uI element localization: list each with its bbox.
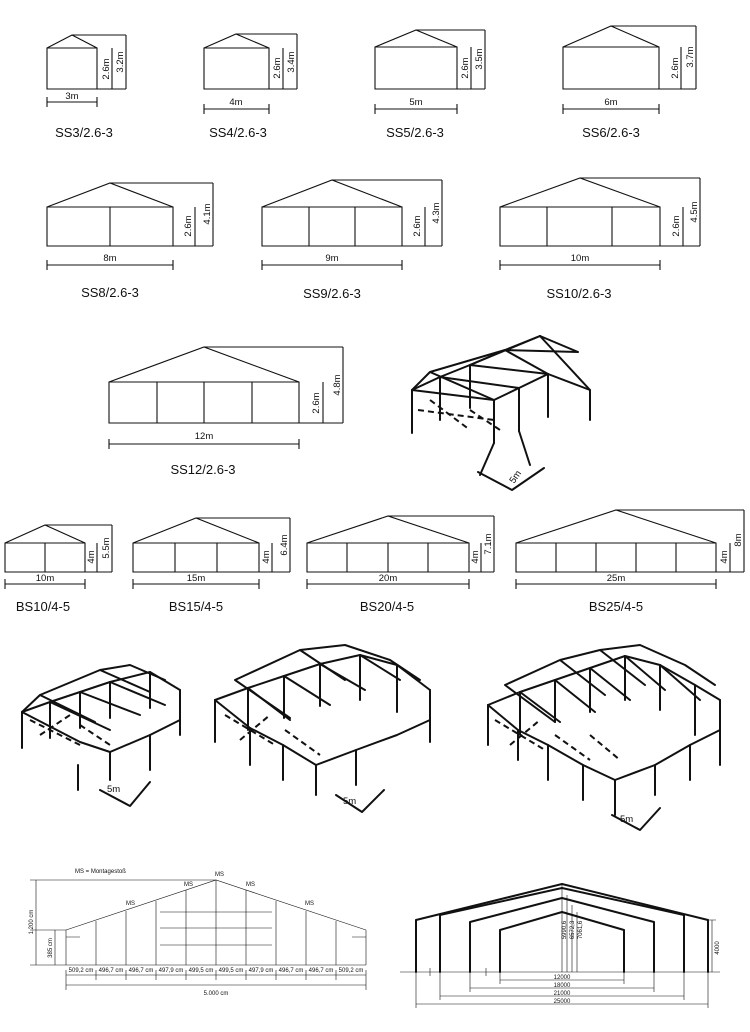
elevation-bs25: 25m 4m 8m BS25/4-5 (515, 509, 745, 614)
model-label: SS5/2.6-3 (386, 125, 444, 140)
side-height-label: 4000 (715, 941, 721, 955)
model-label: BS20/4-5 (360, 599, 414, 614)
side-height-label: 2.6m (183, 215, 194, 236)
span-label: 21000 (554, 991, 571, 997)
width-label: 6m (604, 97, 617, 108)
model-label: SS3/2.6-3 (55, 125, 113, 140)
model-label: SS9/2.6-3 (303, 286, 361, 301)
ridge-height-label: 8m (733, 533, 744, 546)
model-label: SS10/2.6-3 (546, 286, 611, 301)
side-height-label: 2.6m (460, 57, 471, 78)
span-label: 25000 (554, 999, 571, 1005)
ms-mark: MS (305, 901, 314, 907)
height-label: 5990,6 (562, 920, 568, 939)
bay-label: 509,2 cm (339, 968, 364, 974)
ridge-height-label: 3.5m (474, 48, 485, 69)
ms-mark: MS (246, 882, 255, 888)
bay-length-label: 5m (107, 784, 120, 795)
overall-height-label: 1.200 cm (29, 910, 35, 935)
elevation-ss3: 3m 2.6m 3.2m SS3/2.6-3 (46, 34, 127, 140)
width-label: 20m (379, 573, 398, 584)
ridge-height-label: 4.3m (431, 202, 442, 223)
bay-label: 497,9 cm (159, 968, 184, 974)
span-label: 12000 (554, 975, 571, 981)
model-label: SS4/2.6-3 (209, 125, 267, 140)
bay-length-label: 5m (620, 814, 633, 825)
cross-section: 12000 18000 21000 25000 5990,6 6572,3 70… (400, 883, 721, 1008)
side-height-label: 2.6m (272, 57, 283, 78)
bay-label: 509,2 cm (69, 968, 94, 974)
width-label: 12m (195, 431, 214, 442)
width-label: 9m (325, 253, 338, 264)
frame-isometric-bs10: 5m (21, 664, 181, 807)
bay-length-label: 5m (343, 796, 356, 807)
model-label: SS8/2.6-3 (81, 285, 139, 300)
bay-label: 499,5 cm (219, 968, 244, 974)
bay-label: 496,7 cm (309, 968, 334, 974)
elevation-ss8: 8m 2.6m 4.1m SS8/2.6-3 (46, 182, 214, 300)
side-height-label: 2.6m (412, 215, 423, 236)
model-label: SS6/2.6-3 (582, 125, 640, 140)
elevation-ss5: 5m 2.6m 3.5m SS5/2.6-3 (374, 29, 486, 140)
width-label: 3m (65, 91, 78, 102)
ridge-height-label: 4.5m (689, 201, 700, 222)
elevation-bs20: 20m 4m 7.1m BS20/4-5 (306, 515, 495, 614)
ridge-height-label: 5.5m (101, 537, 112, 558)
technical-elevation: MS = Montagestoß MS MS MS MS MS 1.200 cm… (29, 869, 367, 997)
bay-label: 499,5 cm (189, 968, 214, 974)
bay-label: 497,9 cm (249, 968, 274, 974)
ridge-height-label: 7.1m (483, 533, 494, 554)
ridge-height-label: 3.7m (685, 46, 696, 67)
elevation-ss9: 9m 2.6m 4.3m SS9/2.6-3 (261, 179, 443, 301)
side-height-label: 2.6m (101, 58, 112, 79)
bay-label: 496,7 cm (279, 968, 304, 974)
frame-isometric-bs15: 5m (214, 644, 431, 813)
frame-isometric-bs20: 5m (487, 644, 721, 831)
elevation-ss4: 4m 2.6m 3.4m SS4/2.6-3 (203, 33, 298, 140)
ridge-height-label: 3.2m (115, 51, 126, 72)
ms-mark: MS (126, 901, 135, 907)
height-label: 6572,3 (570, 920, 576, 939)
model-label: BS10/4-5 (16, 599, 70, 614)
montagestoss-legend: MS = Montagestoß (75, 869, 126, 875)
width-label: 5m (409, 97, 422, 108)
width-label: 10m (571, 253, 590, 264)
height-label: 7061,6 (578, 920, 584, 939)
elevation-ss10: 10m 2.6m 4.5m SS10/2.6-3 (499, 177, 701, 301)
side-height-label: 2.6m (671, 215, 682, 236)
bay-label: 496,7 cm (99, 968, 124, 974)
side-height-label: 2.6m (311, 392, 322, 413)
ridge-height-label: 6.4m (279, 534, 290, 555)
elevation-bs10: 10m 4m 5.5m BS10/4-5 (4, 524, 113, 614)
side-height-label: 2.6m (670, 57, 681, 78)
width-label: 10m (36, 573, 55, 584)
ridge-height-label: 4.8m (332, 374, 343, 395)
ms-mark: MS (184, 882, 193, 888)
ridge-height-label: 4.1m (202, 203, 213, 224)
ridge-height-label: 3.4m (286, 51, 297, 72)
side-height-label: 4m (86, 550, 97, 563)
model-label: SS12/2.6-3 (170, 462, 235, 477)
width-label: 25m (607, 573, 626, 584)
bay-label: 496,7 cm (129, 968, 154, 974)
ms-mark: MS (215, 872, 224, 878)
side-height-label: 4m (261, 550, 272, 563)
width-label: 8m (103, 253, 116, 264)
width-label: 4m (229, 97, 242, 108)
model-label: BS25/4-5 (589, 599, 643, 614)
side-height-label: 385 cm (48, 938, 54, 958)
side-height-label: 4m (719, 550, 730, 563)
elevation-ss12: 12m 2.6m 4.8m SS12/2.6-3 (108, 346, 344, 477)
elevation-ss6: 6m 2.6m 3.7m SS6/2.6-3 (562, 25, 697, 140)
elevation-bs15: 15m 4m 6.4m BS15/4-5 (132, 517, 291, 614)
total-width-label: 5.000 cm (204, 991, 229, 997)
side-height-label: 4m (470, 550, 481, 563)
model-label: BS15/4-5 (169, 599, 223, 614)
span-label: 18000 (554, 983, 571, 989)
width-label: 15m (187, 573, 206, 584)
frame-isometric-small: 5m (411, 335, 591, 491)
